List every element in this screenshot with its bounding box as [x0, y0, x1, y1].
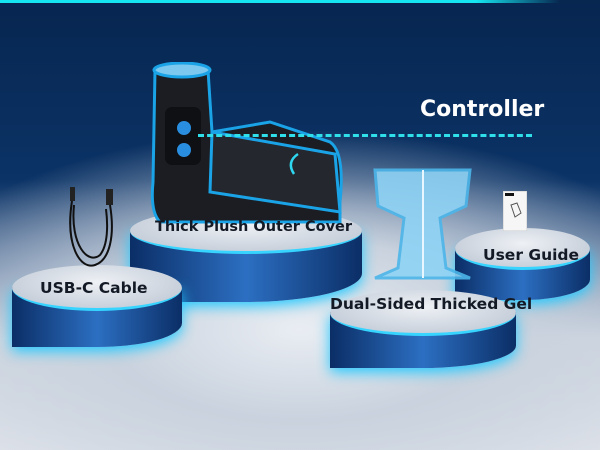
top-accent-line — [0, 0, 560, 3]
pedestal-gel — [330, 290, 516, 368]
usb-cable-label: USB-C Cable — [40, 279, 148, 297]
user-guide-label: User Guide — [483, 246, 580, 264]
controller-pointer-line — [198, 134, 532, 137]
pedestal-guide — [455, 228, 590, 300]
gel-label: Dual-Sided Thicked Gel — [330, 295, 533, 313]
gel-pack-image — [373, 168, 472, 280]
controller-label: Controller — [420, 97, 545, 122]
pedestal-usb — [12, 265, 182, 347]
leg-massager-boot-image — [150, 62, 343, 224]
usb-cable-image — [69, 187, 113, 267]
cover-label: Thick Plush Outer Cover — [155, 219, 353, 235]
user-guide-booklet-image — [503, 191, 527, 231]
